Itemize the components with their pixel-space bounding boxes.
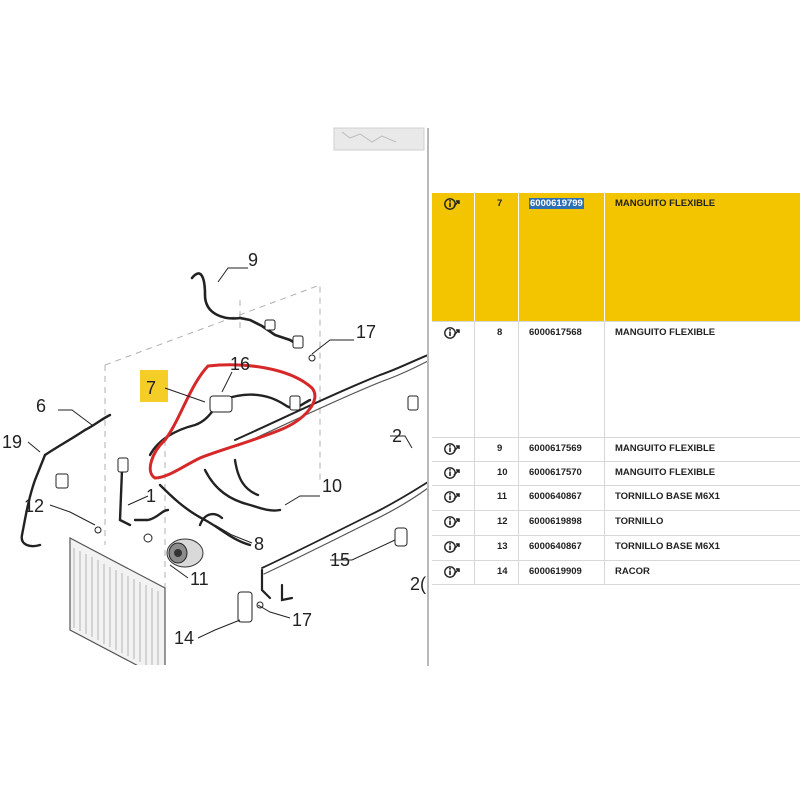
leader-lines bbox=[27, 267, 413, 639]
pane-divider[interactable] bbox=[427, 128, 429, 666]
info-cell bbox=[432, 536, 474, 560]
part-ref: 12 bbox=[497, 516, 508, 527]
row-separator bbox=[432, 321, 800, 322]
part-code[interactable]: 6000640867 bbox=[529, 541, 582, 552]
callout-9: 9 bbox=[248, 250, 258, 270]
callout-11: 11 bbox=[190, 569, 209, 589]
part-description: MANGUITO FLEXIBLE bbox=[615, 467, 716, 478]
part-description: TORNILLO bbox=[615, 516, 664, 527]
info-link-icon[interactable] bbox=[444, 490, 462, 504]
info-link-icon[interactable] bbox=[444, 466, 462, 480]
part-description: TORNILLO BASE M6X1 bbox=[615, 541, 720, 552]
compressor[interactable] bbox=[166, 538, 204, 568]
parts-row-9[interactable]: 9 6000617569 MANGUITO FLEXIBLE bbox=[432, 438, 800, 461]
part-ref: 7 bbox=[497, 198, 503, 209]
callout-17-top: 17 bbox=[356, 322, 376, 342]
parts-row-7[interactable]: 7 6000619799 MANGUITO FLEXIBLE bbox=[432, 193, 800, 321]
fittings[interactable] bbox=[55, 319, 419, 623]
info-cell bbox=[432, 561, 474, 584]
callout-6: 6 bbox=[36, 396, 46, 416]
part-code[interactable]: 6000619799 bbox=[529, 198, 584, 209]
parts-row-12[interactable]: 12 6000619898 TORNILLO bbox=[432, 511, 800, 535]
info-cell bbox=[432, 438, 474, 461]
part-ref: 13 bbox=[497, 541, 508, 552]
callout-17-bottom: 17 bbox=[292, 610, 312, 630]
parts-row-14[interactable]: 14 6000619909 RACOR bbox=[432, 561, 800, 584]
part-description: RACOR bbox=[615, 566, 650, 577]
info-cell bbox=[432, 322, 474, 437]
callout-20: 2( bbox=[410, 574, 426, 594]
callout-12: 12 bbox=[24, 496, 44, 516]
part-code[interactable]: 6000617568 bbox=[529, 327, 582, 338]
callout-7: 7 bbox=[146, 378, 156, 398]
exploded-diagram[interactable]: 9 17 16 7 6 2 19 1 10 12 8 15 11 2( 14 1… bbox=[0, 0, 428, 665]
callout-10: 10 bbox=[322, 476, 342, 496]
parts-row-11[interactable]: 11 6000640867 TORNILLO BASE M6X1 bbox=[432, 486, 800, 510]
callout-19: 19 bbox=[2, 432, 22, 452]
condenser[interactable] bbox=[69, 537, 166, 665]
part-description: MANGUITO FLEXIBLE bbox=[615, 443, 716, 454]
parts-row-10[interactable]: 10 6000617570 MANGUITO FLEXIBLE bbox=[432, 462, 800, 485]
part-description: TORNILLO BASE M6X1 bbox=[615, 491, 720, 502]
callout-15: 15 bbox=[330, 550, 350, 570]
assembly-dashed-lines bbox=[104, 284, 321, 610]
callout-labels: 9 17 16 7 6 2 19 1 10 12 8 15 11 2( 14 1… bbox=[2, 250, 426, 648]
part-ref: 8 bbox=[497, 327, 503, 338]
info-cell bbox=[432, 511, 474, 535]
callout-7-highlight bbox=[140, 370, 168, 402]
part-code[interactable]: 6000617569 bbox=[529, 443, 582, 454]
part-description: MANGUITO FLEXIBLE bbox=[615, 198, 716, 209]
part-code[interactable]: 6000619898 bbox=[529, 516, 582, 527]
row-separator bbox=[432, 560, 800, 561]
info-cell bbox=[432, 486, 474, 510]
parts-row-13[interactable]: 13 6000640867 TORNILLO BASE M6X1 bbox=[432, 536, 800, 560]
row-separator bbox=[432, 535, 800, 536]
part-ref: 10 bbox=[497, 467, 508, 478]
row-separator bbox=[432, 485, 800, 486]
part-code[interactable]: 6000619909 bbox=[529, 566, 582, 577]
info-link-icon[interactable] bbox=[444, 565, 462, 579]
diagram-canvas: 9 17 16 7 6 2 19 1 10 12 8 15 11 2( 14 1… bbox=[2, 127, 428, 665]
info-link-icon[interactable] bbox=[444, 326, 462, 340]
info-cell bbox=[432, 462, 474, 485]
callout-1: 1 bbox=[146, 486, 156, 506]
info-link-icon[interactable] bbox=[444, 515, 462, 529]
info-link-icon[interactable] bbox=[444, 442, 462, 456]
part-ref: 11 bbox=[497, 491, 508, 502]
part-ref: 14 bbox=[497, 566, 508, 577]
info-link-icon[interactable] bbox=[444, 197, 462, 211]
part-ref: 9 bbox=[497, 443, 503, 454]
callout-8: 8 bbox=[254, 534, 264, 554]
pipes bbox=[20, 272, 428, 602]
part-code[interactable]: 6000617570 bbox=[529, 467, 582, 478]
info-link-icon[interactable] bbox=[444, 540, 462, 554]
callout-2: 2 bbox=[392, 426, 402, 446]
part-code[interactable]: 6000640867 bbox=[529, 491, 582, 502]
info-cell bbox=[432, 193, 474, 321]
row-separator bbox=[432, 584, 800, 585]
part-7-outline[interactable] bbox=[148, 363, 317, 480]
row-separator bbox=[432, 510, 800, 511]
row-separator bbox=[432, 437, 800, 438]
parts-row-8[interactable]: 8 6000617568 MANGUITO FLEXIBLE bbox=[432, 322, 800, 437]
callout-14: 14 bbox=[174, 628, 194, 648]
callout-16: 16 bbox=[230, 354, 250, 374]
row-separator bbox=[432, 461, 800, 462]
diagram-thumbnail[interactable] bbox=[333, 127, 425, 151]
part-description: MANGUITO FLEXIBLE bbox=[615, 327, 716, 338]
